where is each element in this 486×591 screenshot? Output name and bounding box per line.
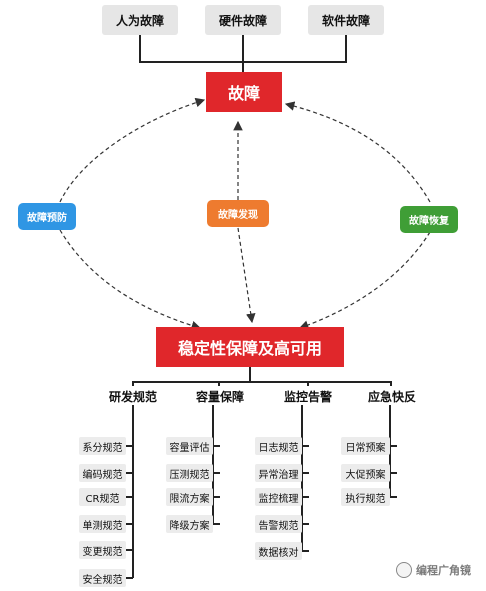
leaf-item: 日志规范	[255, 437, 302, 455]
leaf-item: 数据核对	[255, 542, 302, 560]
category-monitoring: 监控告警	[278, 387, 338, 405]
leaf-item: 编码规范	[79, 464, 126, 482]
category-capacity: 容量保障	[190, 387, 250, 405]
fault-prevention-label: 故障预防	[18, 203, 76, 230]
cause-software: 软件故障	[308, 5, 384, 35]
wechat-icon	[396, 562, 412, 578]
leaf-item: CR规范	[79, 488, 126, 506]
leaf-item: 容量评估	[166, 437, 213, 455]
leaf-item: 限流方案	[166, 488, 213, 506]
fault-recovery-label: 故障恢复	[400, 206, 458, 233]
cause-human: 人为故障	[102, 5, 178, 35]
leaf-item: 变更规范	[79, 541, 126, 559]
leaf-item: 监控梳理	[255, 488, 302, 506]
leaf-item: 异常治理	[255, 464, 302, 482]
category-emergency: 应急快反	[362, 387, 422, 405]
fault-discovery-label: 故障发现	[207, 200, 269, 227]
fault-box: 故障	[206, 72, 282, 112]
leaf-item: 系分规范	[79, 437, 126, 455]
leaf-item: 压测规范	[166, 464, 213, 482]
core-stability-box: 稳定性保障及高可用	[156, 327, 344, 367]
watermark: 编程广角镜	[396, 562, 471, 578]
leaf-item: 告警规范	[255, 515, 302, 533]
category-dev-standards: 研发规范	[103, 387, 163, 405]
cause-hardware: 硬件故障	[205, 5, 281, 35]
leaf-item: 安全规范	[79, 569, 126, 587]
leaf-item: 执行规范	[341, 488, 390, 506]
watermark-text: 编程广角镜	[416, 564, 471, 577]
leaf-item: 大促预案	[341, 464, 390, 482]
leaf-item: 单测规范	[79, 515, 126, 533]
leaf-item: 日常预案	[341, 437, 390, 455]
leaf-item: 降级方案	[166, 515, 213, 533]
